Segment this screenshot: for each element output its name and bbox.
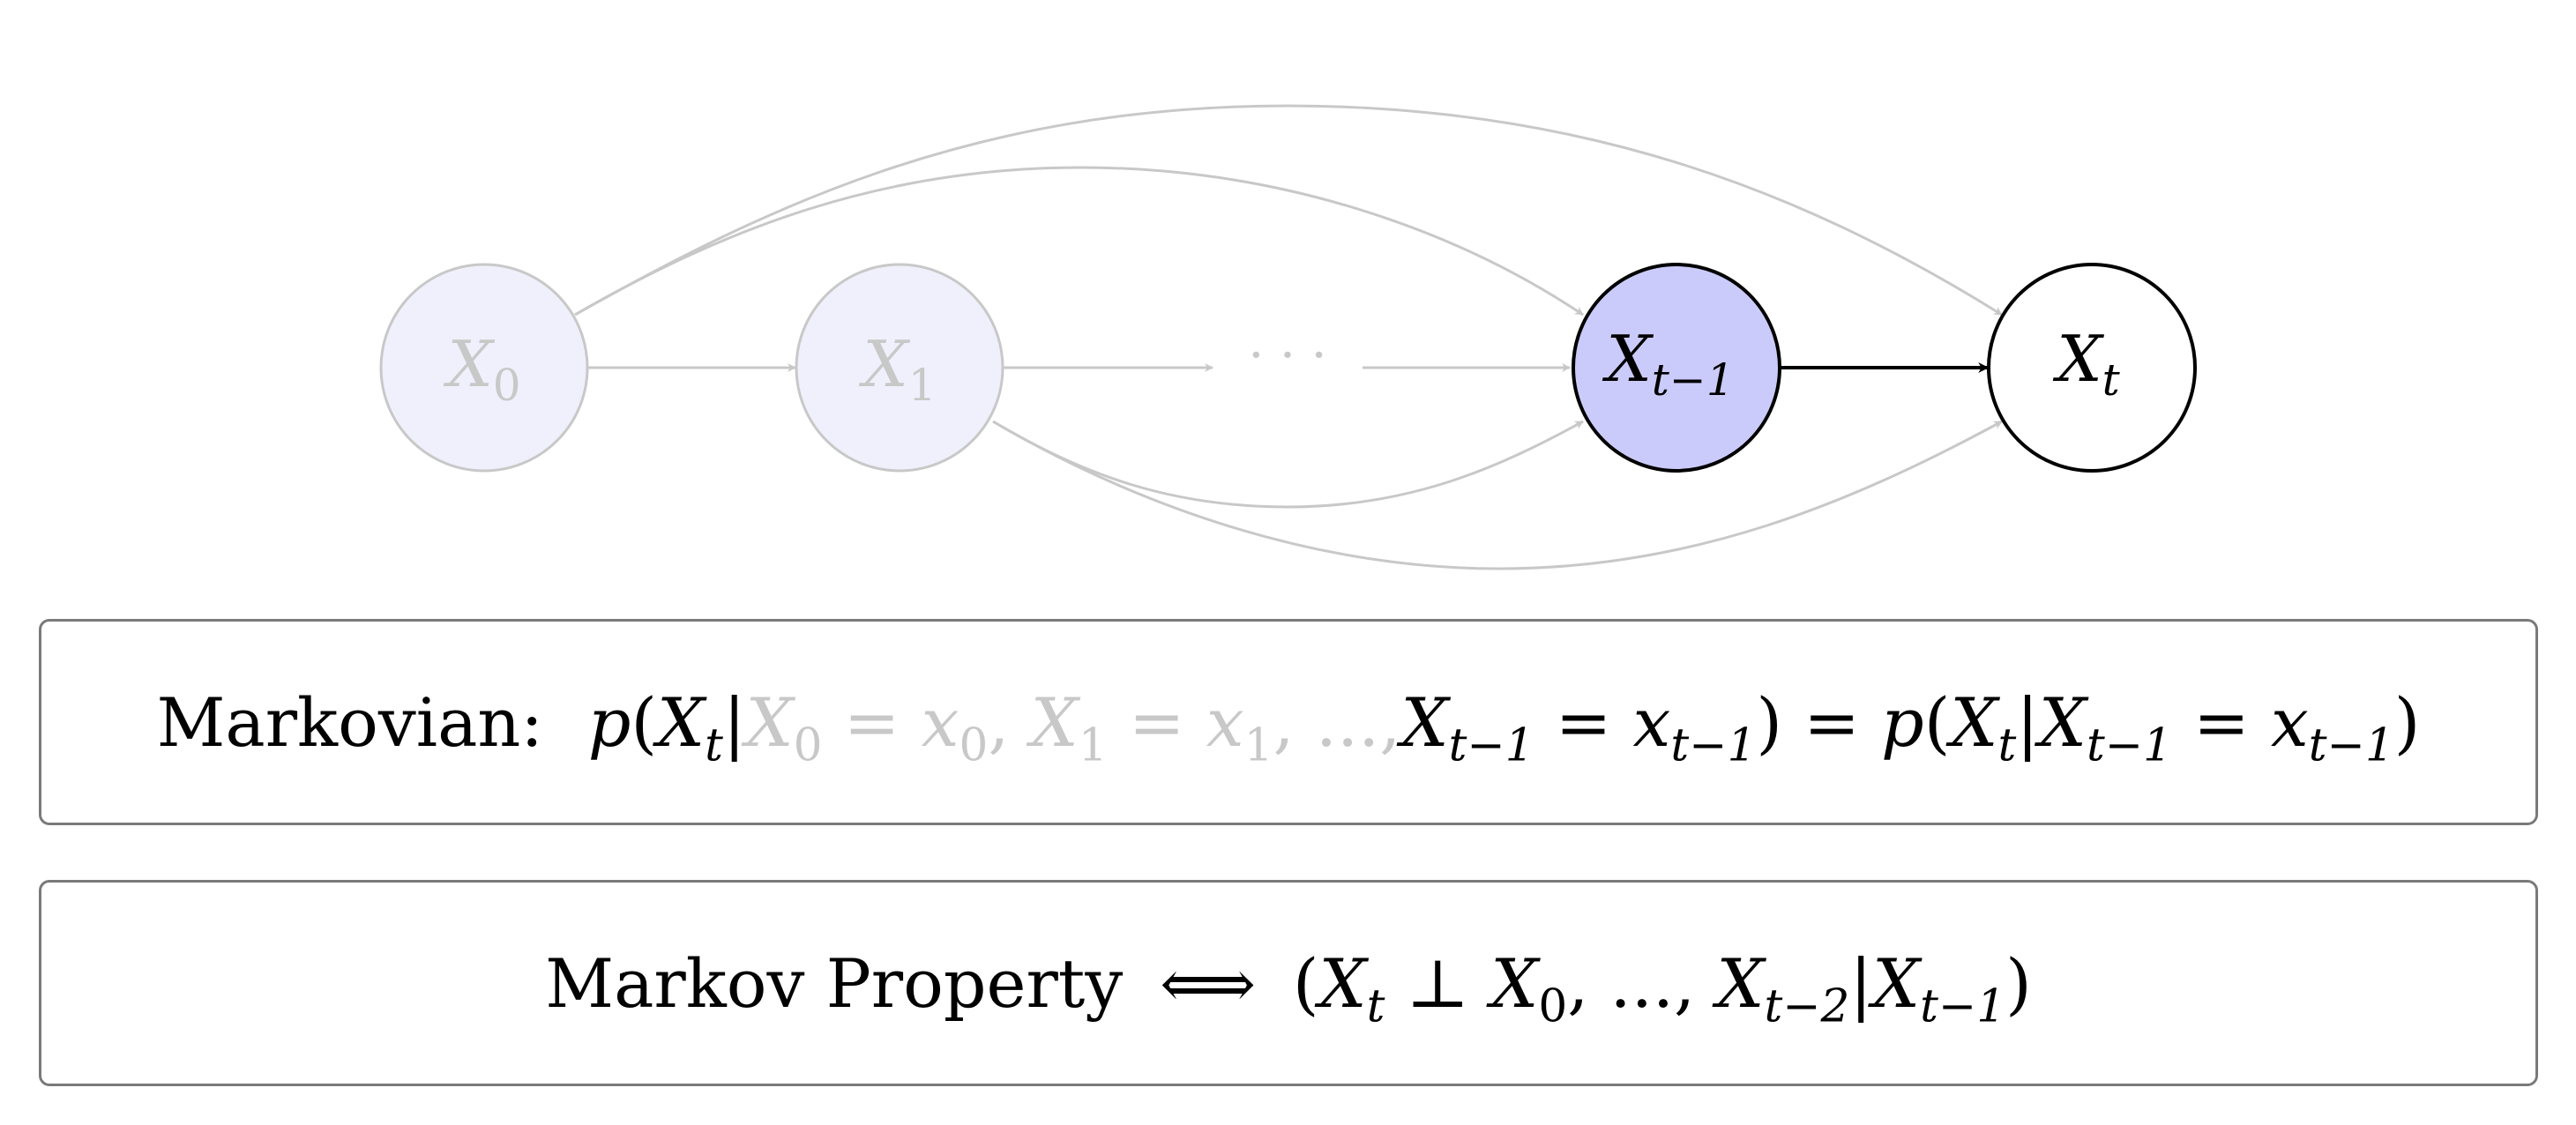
- perp-symbol: ⊥: [1406, 943, 1470, 1023]
- markovian-formula-box: Markovian: p(Xt|X0 = x0, X1 = x1, ...,Xt…: [39, 619, 2538, 825]
- faded-conditioning-terms: X0 = x0, X1 = x1, ...,: [745, 682, 1401, 772]
- node-x0: X0: [379, 263, 589, 473]
- edge-x0-to-xt: [574, 104, 2003, 317]
- svg-text:Xt−1: Xt−1: [1602, 322, 1734, 406]
- edge-x0-to-xtm1: [574, 166, 1584, 317]
- markovian-formula: Markovian: p(Xt|X0 = x0, X1 = x1, ...,Xt…: [156, 682, 2421, 772]
- markov-property-formula: Markov Property⟺(Xt ⊥ X0, ..., Xt−2|Xt−1…: [545, 943, 2032, 1033]
- svg-text:Xt: Xt: [2052, 322, 2120, 406]
- node-x1: X1: [795, 263, 1004, 473]
- markovian-label: Markovian:: [156, 682, 543, 762]
- svg-text:X0: X0: [443, 327, 520, 411]
- svg-text:X1: X1: [858, 327, 936, 411]
- edge-x1-to-xt: [992, 420, 2003, 570]
- edge-x1-to-xtm1: [992, 420, 1584, 509]
- iff-symbol: ⟺: [1160, 943, 1257, 1023]
- markov-property-label: Markov Property: [545, 943, 1124, 1023]
- node-dots: · · ·: [1248, 327, 1326, 384]
- node-xtm1: Xt−1: [1572, 263, 1781, 473]
- markov-property-box: Markov Property⟺(Xt ⊥ X0, ..., Xt−2|Xt−1…: [39, 880, 2538, 1086]
- markov-chain-diagram: X0 X1 · · · Xt−1 Xt: [379, 104, 2197, 570]
- node-xt: Xt: [1987, 263, 2197, 473]
